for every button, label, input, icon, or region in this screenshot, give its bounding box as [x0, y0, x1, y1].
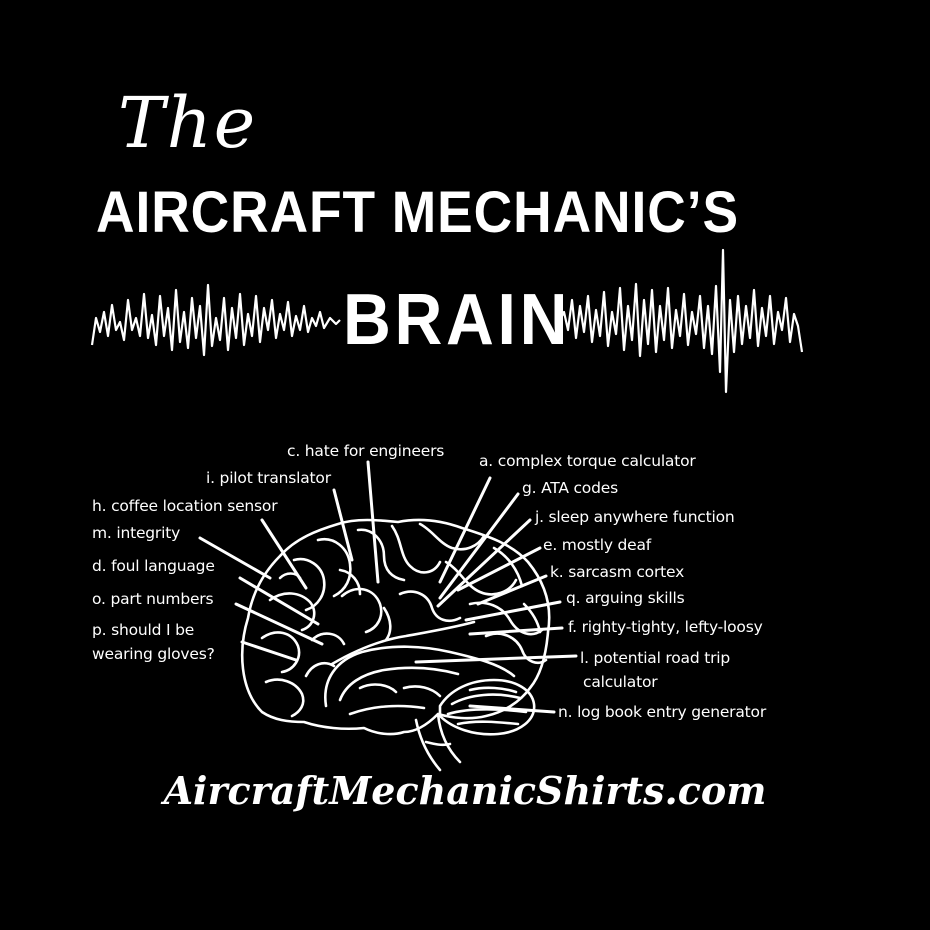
label-f: f. righty-tighty, lefty-loosy: [568, 618, 763, 636]
label-l-line1: l. potential road trip: [580, 649, 731, 667]
leader-lines: [198, 460, 578, 714]
label-q: q. arguing skills: [566, 589, 685, 607]
label-c: c. hate for engineers: [287, 442, 445, 460]
label-h: h. coffee location sensor: [92, 497, 278, 515]
label-j: j. sleep anywhere function: [535, 508, 735, 526]
label-o: o. part numbers: [92, 590, 214, 608]
brain-illustration-icon: [240, 518, 551, 772]
title-brain: BRAIN: [343, 280, 572, 360]
title-the: The: [118, 82, 258, 164]
footer-url: AircraftMechanicShirts.com: [163, 768, 767, 813]
title-main: AIRCRAFT MECHANIC’S: [96, 180, 739, 245]
label-i: i. pilot translator: [206, 469, 331, 487]
label-p-line1: p. should I be: [92, 621, 195, 639]
label-k: k. sarcasm cortex: [550, 563, 685, 581]
brainwave-right-icon: [559, 248, 804, 394]
label-d: d. foul language: [92, 557, 215, 575]
label-m: m. integrity: [92, 524, 181, 542]
label-a: a. complex torque calculator: [479, 452, 696, 470]
label-n: n. log book entry generator: [558, 703, 766, 721]
label-p-line2: wearing gloves?: [92, 645, 215, 663]
brainwave-left-icon: [90, 283, 341, 357]
label-g: g. ATA codes: [522, 479, 618, 497]
label-e: e. mostly deaf: [543, 536, 652, 554]
label-l-line2: calculator: [583, 673, 658, 691]
